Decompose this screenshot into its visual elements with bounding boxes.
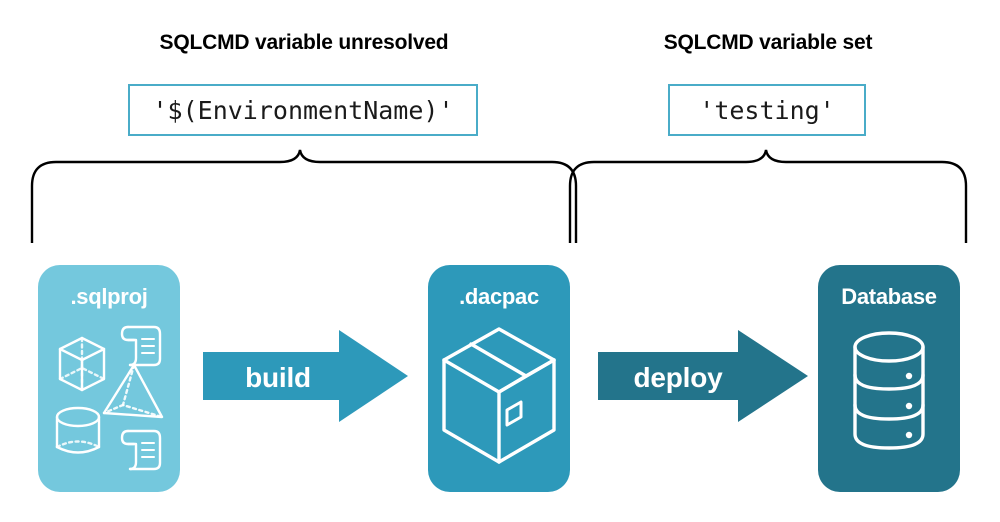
stage-card-sqlproj[interactable]: .sqlproj <box>38 265 180 492</box>
code-value-resolved: 'testing' <box>699 95 835 125</box>
heading-sqlcmd-variable-unresolved: SQLCMD variable unresolved <box>159 31 449 54</box>
brace-left-icon <box>30 149 578 243</box>
cylinder-icon <box>55 406 101 454</box>
stage-title-dacpac: .dacpac <box>459 284 539 309</box>
database-cylinder-icon <box>853 331 925 450</box>
sqlproj-artwork <box>55 325 164 471</box>
arrow-build-icon <box>203 330 408 422</box>
heading-sqlcmd-variable-set: SQLCMD variable set <box>663 31 873 54</box>
script-icon <box>120 325 162 367</box>
brace-right-icon <box>568 149 968 243</box>
code-value-unresolved: '$(EnvironmentName)' <box>152 95 454 125</box>
arrow-deploy-icon <box>598 330 808 422</box>
dacpac-artwork <box>442 327 556 464</box>
package-box-icon <box>442 327 556 464</box>
script-icon <box>120 429 162 471</box>
code-box-resolved-variable: 'testing' <box>668 84 866 136</box>
cube-icon <box>58 336 106 392</box>
arrow-build-label: build <box>245 362 311 393</box>
stage-title-sqlproj: .sqlproj <box>70 284 148 309</box>
code-box-unresolved-variable: '$(EnvironmentName)' <box>128 84 478 136</box>
database-artwork <box>853 331 925 450</box>
stage-card-database[interactable]: Database <box>818 265 960 492</box>
arrow-deploy-label: deploy <box>633 362 723 393</box>
stage-title-database: Database <box>841 284 937 309</box>
stage-card-dacpac[interactable]: .dacpac <box>428 265 570 492</box>
pyramid-icon <box>102 363 164 419</box>
